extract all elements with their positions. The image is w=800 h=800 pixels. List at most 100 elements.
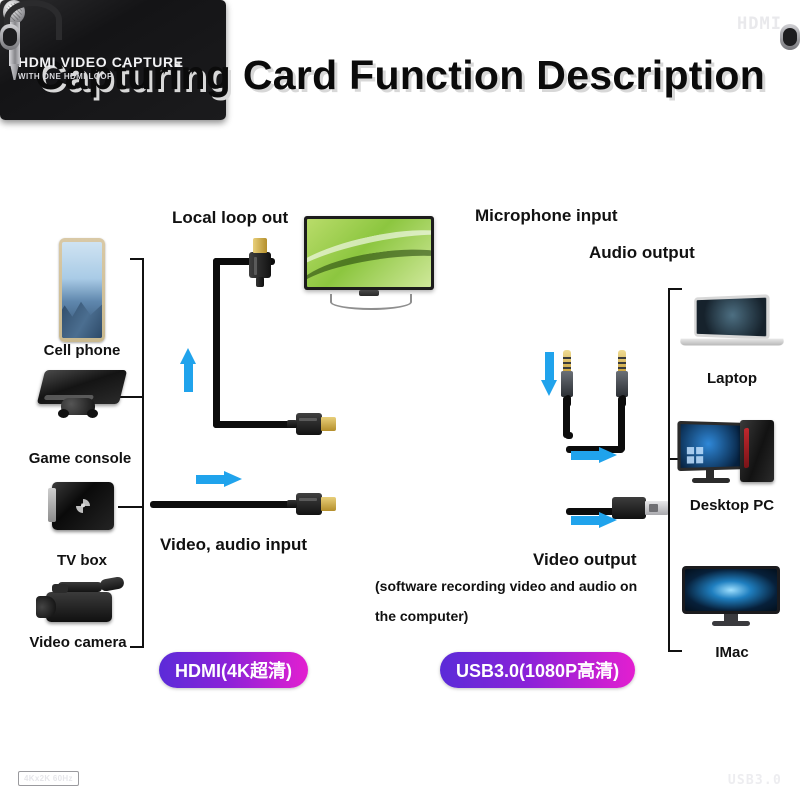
hdmi-plug-neck [287, 420, 297, 428]
video-camera-handle [58, 582, 102, 592]
device-subtitle-text: WITH ONE HDMI LOOP [18, 72, 113, 81]
video-output-note-line1: (software recording video and audio on [375, 578, 638, 594]
video-camera-image [34, 576, 130, 630]
arrow-usb-output-right [571, 512, 617, 528]
desktop-pc-label: Desktop PC [689, 497, 775, 514]
video-camera-label: Video camera [29, 634, 127, 651]
jack-tip [618, 350, 626, 372]
game-controller-icon [58, 398, 98, 418]
desktop-tower [740, 420, 774, 482]
laptop-image [679, 294, 785, 354]
usb-cable [566, 508, 622, 515]
jack-barrel [561, 371, 573, 397]
tv-box-label: TV box [56, 552, 107, 569]
arrow-audio-right [571, 447, 617, 463]
microphone-tip [10, 64, 19, 80]
capture-card-device: HDMI HDMI VIDEO CAPTURE WITH ONE HDMI LO… [0, 0, 781, 788]
badge-usb3-1080p: USB3.0(1080P高清) [440, 652, 636, 688]
arrow-mic-down [541, 352, 557, 396]
video-audio-input-label: Video, audio input [160, 535, 308, 554]
headphone-cable-horizontal [566, 446, 624, 453]
cell-phone-screen [62, 242, 102, 338]
source-devices-bracket [130, 258, 144, 648]
desktop-monitor-foot [692, 478, 730, 483]
headphones-band [4, 0, 62, 40]
hdmi-plug-neck [287, 500, 297, 508]
microphone-image [0, 0, 28, 208]
device-title-text: HDMI VIDEO CAPTURE [18, 54, 184, 70]
hdmi-plug-loop-out-device [287, 413, 336, 435]
loop-out-cable-top [213, 258, 275, 265]
video-camera-lens [36, 596, 56, 618]
arrow-bar [196, 475, 226, 484]
hdmi-plug-input [287, 493, 336, 515]
laptop-screen [694, 294, 770, 340]
page-title: Capturing Card Function Description [34, 52, 766, 98]
desktop-pc-image [677, 420, 788, 488]
imac-neck [724, 614, 738, 622]
arrow-loop-out-up [180, 348, 196, 392]
cell-phone-label: Cell phone [43, 342, 121, 359]
arrow-head [224, 471, 242, 487]
hdmi-plug-neck [256, 277, 264, 287]
imac-label: IMac [715, 644, 749, 661]
headphones-cup-right [780, 24, 800, 50]
mic-cable-vertical [563, 396, 570, 438]
bracket-tick-tvbox [118, 506, 142, 508]
imac-screen [682, 566, 780, 614]
arrow-bar [184, 362, 193, 392]
headphones-image [0, 0, 800, 266]
tv-box-body [48, 482, 114, 530]
loop-out-cable-horizontal [213, 421, 308, 428]
device-usb-label: USB3.0 [727, 773, 782, 788]
jack-tip [563, 350, 571, 372]
hdmi-plug-contacts [321, 417, 336, 431]
usb-plug-connector [645, 501, 668, 515]
imac-image [682, 566, 780, 628]
tv-screen [307, 219, 431, 287]
output-devices-bracket [668, 288, 682, 652]
hdmi-plug-loop-out [249, 238, 271, 287]
usb-plug [612, 497, 668, 519]
imac-wallpaper [685, 569, 777, 611]
arrow-bar [545, 352, 554, 382]
arrow-head [599, 447, 617, 463]
hdmi-plug-contacts [253, 238, 267, 253]
tv-panel [304, 216, 434, 290]
video-camera-body [46, 592, 112, 622]
laptop-base [679, 338, 785, 346]
tv-neck [359, 290, 379, 296]
badge-hdmi-4k: HDMI(4K超清) [159, 652, 308, 688]
game-console-label: Game console [28, 450, 132, 467]
jack-barrel [616, 371, 628, 397]
arrow-head [180, 348, 196, 364]
device-spec-badge: 4Kx2K 60Hz [18, 771, 79, 786]
video-camera-mic [99, 576, 125, 592]
video-camera-viewfinder [52, 584, 68, 593]
tv-stand [330, 294, 412, 310]
hdmi-plug-shell [296, 413, 322, 435]
mic-cable-bend [565, 432, 573, 439]
hdmi-plug-shell [249, 252, 271, 278]
desktop-monitor-stand [706, 470, 714, 480]
video-output-label: Video output [533, 550, 637, 569]
microphone-input-label: Microphone input [475, 206, 618, 225]
headphones-cup-left [0, 24, 20, 50]
arrow-video-input-right [196, 471, 242, 487]
video-output-note-line2: the computer) [375, 608, 469, 624]
local-loop-out-label: Local loop out [172, 208, 289, 227]
arrow-bar [571, 451, 601, 460]
tv-box-image [46, 478, 120, 534]
headphone-cable-vertical [618, 396, 625, 452]
loop-out-cable-vertical [213, 258, 220, 428]
laptop-label: Laptop [707, 370, 757, 387]
cell-phone-image [59, 238, 105, 342]
usb-plug-shell [612, 497, 646, 519]
arrow-bar [571, 516, 601, 525]
hdmi-plug-shell [296, 493, 322, 515]
tv-monitor-image [304, 216, 434, 310]
arrow-head [599, 512, 617, 528]
imac-base [712, 621, 750, 626]
hdmi-input-cable [150, 501, 300, 508]
